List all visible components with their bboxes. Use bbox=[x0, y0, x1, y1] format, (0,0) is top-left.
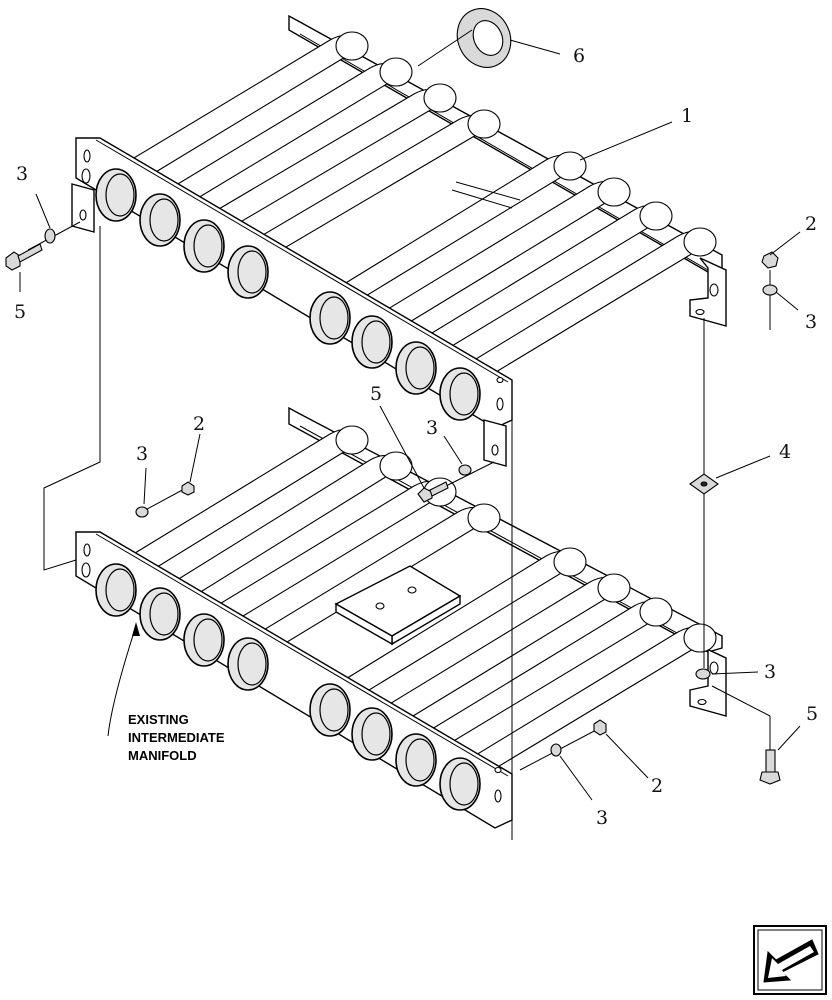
callout-6: 6 bbox=[573, 45, 585, 67]
callout-3-lower-right: 3 bbox=[764, 661, 776, 683]
nut-lower-left bbox=[181, 481, 195, 496]
callout-2-lower-front: 2 bbox=[651, 775, 663, 797]
upper-left-tab bbox=[71, 183, 95, 233]
nut-lower-front bbox=[593, 719, 607, 736]
nut-upper-right bbox=[761, 251, 779, 269]
note-line-1: EXISTING bbox=[128, 712, 189, 727]
seal-ring bbox=[456, 8, 512, 68]
callout-2-lower-left: 2 bbox=[193, 413, 205, 435]
upper-right-bracket bbox=[689, 257, 727, 327]
callout-3-upper-left: 3 bbox=[16, 163, 28, 185]
washer-lower-front bbox=[550, 743, 562, 757]
upper-rear-caps bbox=[335, 31, 717, 257]
callout-3-upper-right: 3 bbox=[805, 311, 817, 333]
callout-5-lower-right: 5 bbox=[806, 703, 818, 725]
callout-3-lower-front: 3 bbox=[596, 807, 608, 829]
existing-manifold-note: EXISTING INTERMEDIATE MANIFOLD bbox=[128, 712, 225, 763]
lower-tubes bbox=[103, 428, 709, 781]
assembly-lines bbox=[27, 221, 771, 840]
callout-2-upper-right: 2 bbox=[805, 213, 817, 235]
bolt-upper-left bbox=[5, 243, 43, 271]
hardware bbox=[5, 8, 781, 785]
leader-lines bbox=[19, 29, 801, 801]
bolt-lower-right bbox=[759, 749, 781, 785]
lower-manifold bbox=[75, 406, 727, 829]
lower-right-bracket bbox=[689, 643, 727, 717]
callout-4: 4 bbox=[779, 441, 791, 463]
bolt-mid bbox=[417, 481, 449, 503]
callout-5-upper-left: 5 bbox=[14, 301, 26, 323]
note-line-3: MANIFOLD bbox=[128, 748, 197, 763]
washer-upper-left bbox=[44, 228, 56, 244]
upper-tubes bbox=[103, 34, 709, 385]
callout-1: 1 bbox=[681, 105, 693, 127]
washer-lower-right bbox=[695, 668, 711, 680]
callout-3-mid: 3 bbox=[426, 417, 438, 439]
callout-3-lower-left: 3 bbox=[136, 443, 148, 465]
callout-numbers: 6 1 2 3 3 5 5 3 2 3 4 3 5 2 3 bbox=[14, 45, 818, 829]
lower-rear-caps bbox=[335, 425, 717, 653]
lower-front-ports bbox=[95, 563, 481, 811]
washer-upper-right bbox=[762, 284, 778, 296]
callout-5-mid: 5 bbox=[370, 383, 382, 405]
washer-lower-left bbox=[135, 506, 149, 518]
upper-manifold bbox=[71, 14, 727, 429]
note-line-2: INTERMEDIATE bbox=[128, 730, 225, 745]
lower-left-tab bbox=[483, 419, 507, 467]
washer-mid bbox=[458, 464, 472, 476]
arrow-left-down-icon[interactable] bbox=[753, 925, 827, 995]
upper-front-ports bbox=[95, 168, 481, 421]
